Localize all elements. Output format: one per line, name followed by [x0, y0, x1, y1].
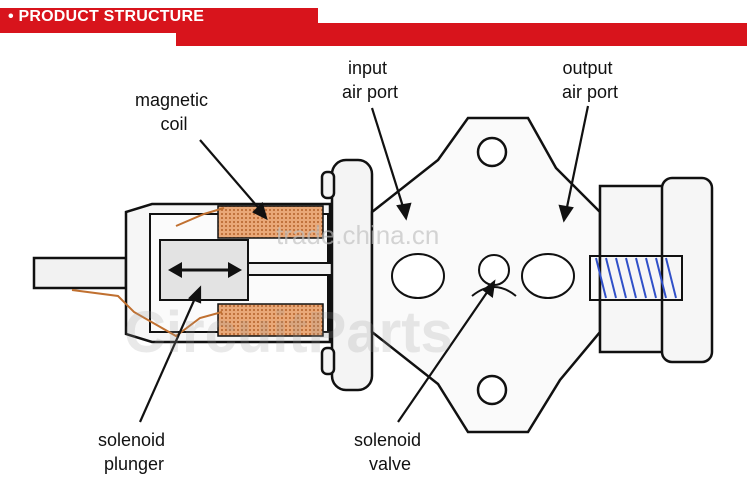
header-banner — [0, 8, 747, 46]
solenoid-plunger — [159, 239, 249, 301]
magnetic-coil — [217, 205, 324, 337]
label-output-air-port: output air port — [562, 58, 618, 102]
watermark-brand: CircuitParts — [124, 300, 453, 365]
label-input-air-port: input air port — [342, 58, 398, 102]
output-housing — [598, 176, 714, 364]
valve-seat — [471, 254, 517, 297]
return-spring — [589, 255, 683, 301]
rod-stub — [32, 256, 128, 290]
lead-wires — [71, 207, 225, 338]
leader-lines — [138, 105, 590, 423]
label-solenoid-plunger: solenoid plunger — [98, 430, 170, 474]
solenoid-valve-diagram: trade.china.cn CircuitParts magnetic coi… — [32, 58, 714, 474]
label-magnetic-coil: magnetic coil — [135, 90, 213, 134]
watermark-site: trade.china.cn — [276, 220, 439, 250]
section-title: • PRODUCT STRUCTURE — [8, 8, 205, 25]
label-solenoid-valve: solenoid valve — [354, 430, 426, 474]
